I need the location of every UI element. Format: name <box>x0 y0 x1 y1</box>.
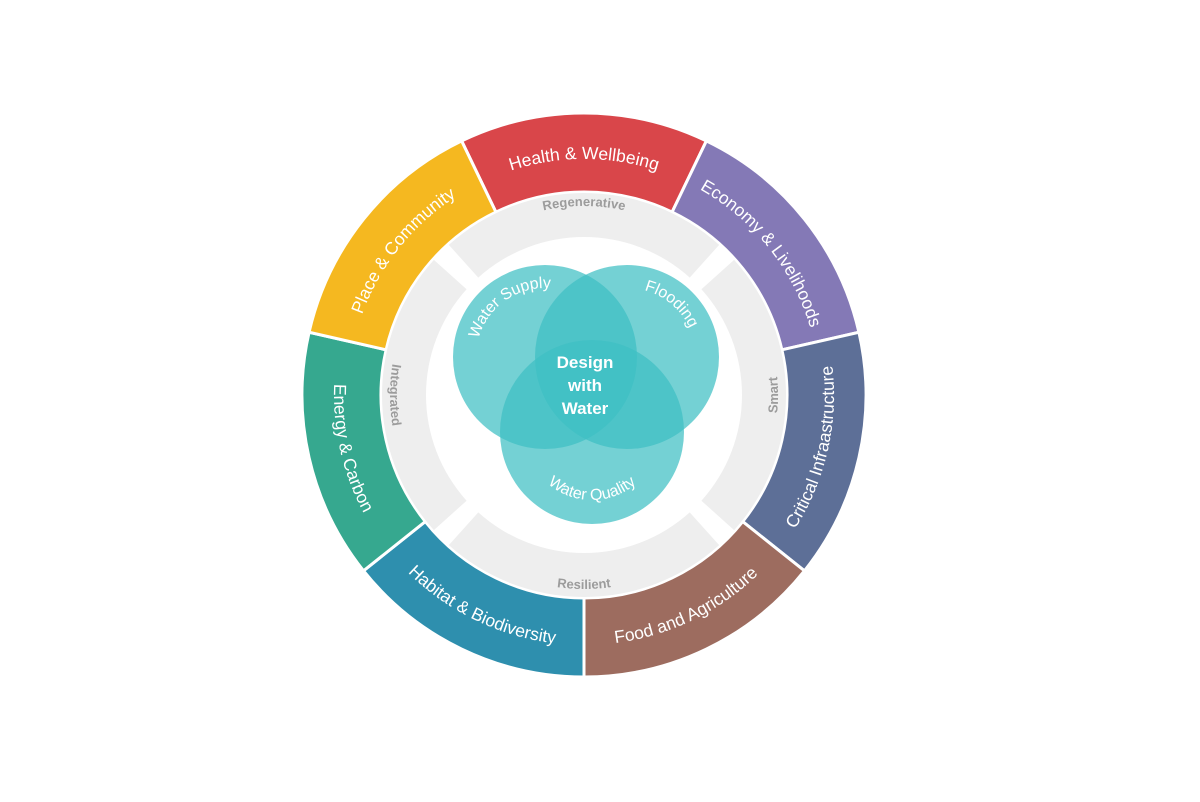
center-title-line-3: Water <box>562 399 609 418</box>
center-title-line-1: Design <box>557 353 614 372</box>
ring-label-resilient: Resilient <box>557 575 613 592</box>
inner-ring-segment <box>701 259 787 531</box>
venn-circle <box>500 340 684 524</box>
inner-ring-segment <box>448 512 720 598</box>
inner-ring-segment <box>448 192 720 278</box>
inner-ring-segment <box>381 259 467 531</box>
outer-ring <box>300 111 868 679</box>
center-title-line-2: with <box>567 376 602 395</box>
inner-ring-labels: Regenerative Smart Resilient Integrated <box>387 194 781 592</box>
ring-label-smart: Smart <box>765 376 781 414</box>
venn-diagram <box>453 265 719 524</box>
outer-segment <box>307 138 498 352</box>
ring-label-integrated: Integrated <box>387 363 404 427</box>
inner-ring <box>381 192 787 598</box>
ring-label-regenerative: Regenerative <box>541 194 627 213</box>
